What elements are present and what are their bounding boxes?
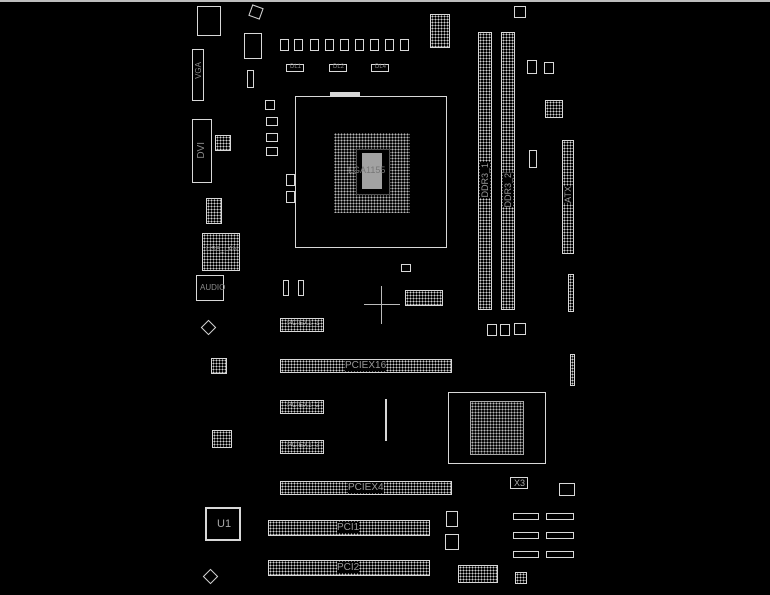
chip-u1[interactable]: U1: [205, 507, 241, 541]
component-right-3[interactable]: [529, 150, 537, 168]
chip-mid-1[interactable]: [401, 264, 411, 272]
cpu-socket[interactable]: LGA1155: [295, 96, 447, 248]
header-row-3b[interactable]: [546, 551, 574, 558]
chip-dimm-bottom-1[interactable]: [487, 324, 497, 336]
dimm-slot-ddr3-1[interactable]: DDR3_1: [478, 32, 492, 310]
header-row-1b[interactable]: [546, 513, 574, 520]
chip-top-right-2[interactable]: [514, 6, 526, 18]
slot-pciex1-2[interactable]: PCIEX1_2: [280, 400, 324, 414]
trace-vertical: [385, 399, 387, 441]
audio-connector[interactable]: AUDIO: [196, 275, 225, 301]
dimm-slot-ddr3-2[interactable]: DDR3_2: [501, 32, 515, 310]
slot-pciex1-1[interactable]: PCIEX1_1: [280, 318, 324, 332]
cpu-socket-label: LGA1155: [348, 165, 386, 175]
chip-right[interactable]: [545, 100, 563, 118]
chip-bottom-right-1[interactable]: [559, 483, 575, 496]
connector-small[interactable]: [206, 198, 222, 224]
chip-dimm-bottom-2[interactable]: [500, 324, 510, 336]
component-bottom-2[interactable]: [445, 534, 459, 550]
vrm-1[interactable]: [265, 100, 275, 110]
slot-pciex16[interactable]: PCIEX16: [280, 359, 452, 373]
window-top-border: [0, 0, 770, 2]
usb-lan-connector[interactable]: USB_LAN: [202, 233, 240, 271]
vrm-2[interactable]: [266, 117, 278, 126]
header-top[interactable]: [244, 33, 262, 59]
inductor-dl4[interactable]: DL4: [371, 64, 389, 72]
header-right[interactable]: [568, 274, 574, 312]
component-top[interactable]: [247, 70, 254, 88]
chipset-outline[interactable]: [448, 392, 546, 464]
component-bottom-1[interactable]: [446, 511, 458, 527]
component-mid-1[interactable]: [283, 280, 289, 296]
chip-diamond[interactable]: [200, 319, 217, 336]
chip-bottom-cluster[interactable]: [458, 565, 498, 583]
inductor-dl2[interactable]: DL2: [329, 64, 347, 72]
chip-dvi[interactable]: [215, 135, 231, 151]
connector-top-left[interactable]: [197, 6, 221, 36]
slot-pciex4[interactable]: PCIEX4: [280, 481, 452, 495]
slot-pci1[interactable]: PCI1: [268, 520, 430, 536]
chip-mid-2[interactable]: [405, 290, 443, 306]
vga-connector[interactable]: VGA: [192, 49, 204, 101]
header-row-1a[interactable]: [513, 513, 539, 520]
crystal-x3[interactable]: X3: [510, 477, 528, 489]
header-right-2[interactable]: [570, 354, 575, 386]
chip-dimm-bottom-3[interactable]: [514, 323, 526, 335]
cpu-top-connector: [330, 92, 360, 96]
vrm-4[interactable]: [266, 147, 278, 156]
cursor-crosshair-h: [364, 304, 400, 305]
inductor-dl1[interactable]: DL1: [286, 64, 304, 72]
vrm-6[interactable]: [286, 191, 295, 203]
header-row-3a[interactable]: [513, 551, 539, 558]
header-row-2a[interactable]: [513, 532, 539, 539]
chip-diamond-bottom[interactable]: [202, 568, 219, 585]
chip-top-diamond[interactable]: [248, 4, 264, 20]
component-mid-2[interactable]: [298, 280, 304, 296]
component-right-1[interactable]: [527, 60, 537, 74]
chipset-bga: [470, 401, 524, 455]
chip-left-1[interactable]: [211, 358, 227, 374]
cursor-crosshair-v: [381, 286, 382, 324]
chip-left-2[interactable]: [212, 430, 232, 448]
dvi-connector[interactable]: DVI: [192, 119, 212, 183]
vrm-3[interactable]: [266, 133, 278, 142]
slot-pci2[interactable]: PCI2: [268, 560, 430, 576]
chip-bottom-right-2[interactable]: [515, 572, 527, 584]
slot-pciex1-3[interactable]: PCIEX1_3: [280, 440, 324, 454]
header-row-2b[interactable]: [546, 532, 574, 539]
component-right-2[interactable]: [544, 62, 554, 74]
chip-top-right[interactable]: [430, 14, 450, 48]
vrm-5[interactable]: [286, 174, 295, 186]
atx-power-connector[interactable]: ATX: [562, 140, 574, 254]
